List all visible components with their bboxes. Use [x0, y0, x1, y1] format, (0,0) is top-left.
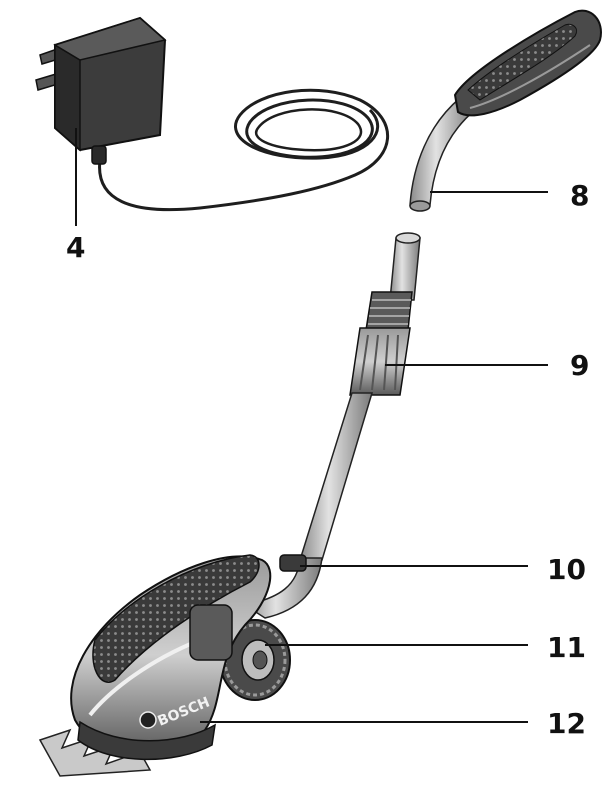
callout-9: 9	[570, 349, 590, 382]
wheel-hub-center	[252, 650, 268, 670]
callout-4: 4	[66, 231, 86, 264]
bosch-logo-icon	[139, 711, 157, 729]
wheel-tread	[223, 623, 287, 697]
tube-bend	[243, 557, 323, 619]
charger-strain-relief	[91, 145, 107, 165]
upper-tube-end	[395, 232, 421, 244]
callout-10: 10	[547, 553, 586, 586]
wheel-group	[219, 619, 528, 701]
charger-cable-loop	[245, 98, 374, 159]
shear-group: BOSCH	[38, 554, 528, 777]
shear-mount	[189, 604, 233, 661]
handle-group	[409, 9, 602, 212]
handle-grip-texture	[467, 23, 578, 101]
clamp-sleeve	[349, 327, 411, 396]
connector-group	[243, 554, 528, 619]
charger-cable-loop-2	[255, 108, 363, 152]
shear-grip-top	[92, 554, 260, 683]
handle-grip-highlight	[469, 44, 591, 109]
connector-plug	[279, 554, 307, 572]
shear-base	[77, 720, 216, 761]
clamp-collar-ribs	[368, 299, 411, 325]
callout-8: 8	[570, 179, 590, 212]
charger-group	[35, 16, 389, 226]
upper-tube	[389, 237, 421, 301]
clamp-sleeve-flutes	[359, 334, 399, 391]
telescopic-group	[298, 232, 548, 561]
callout-11: 11	[547, 631, 586, 664]
callout-12: 12	[547, 707, 586, 740]
handle-tube-end	[409, 200, 431, 212]
charger-body-top	[53, 17, 167, 61]
lower-tube	[298, 392, 374, 561]
shear-swoosh	[88, 638, 201, 717]
